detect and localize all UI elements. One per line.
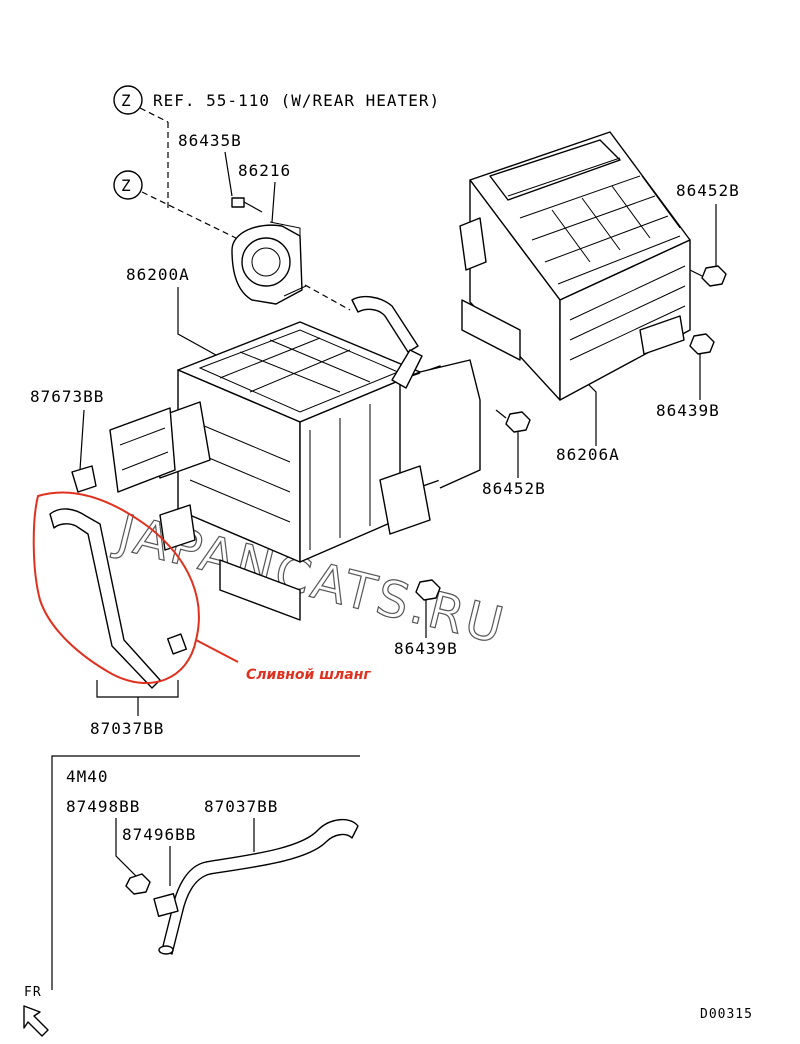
highlight-pointer — [195, 639, 239, 663]
heater-pipe-lower — [391, 349, 423, 389]
label-87673BB: 87673BB — [30, 387, 104, 406]
label-86439B-low: 86439B — [394, 639, 458, 658]
bolt-86452B-top — [689, 265, 727, 287]
z-marker-top — [113, 85, 143, 115]
leader-87498BB — [115, 818, 137, 877]
inset-frame — [51, 755, 360, 990]
heater-pipe — [351, 295, 419, 353]
bolt-86452B-mid — [495, 409, 531, 433]
inset-bolt-87498BB — [125, 873, 151, 895]
label-86452B-top: 86452B — [676, 181, 740, 200]
inset-4M40: 4M40 87498BB 87037BB 87496BB — [51, 755, 360, 990]
label-86439B-right: 86439B — [656, 401, 720, 420]
label-87498BB: 87498BB — [66, 797, 140, 816]
drain-hose-87037BB — [49, 508, 188, 689]
z-marker-top-label: Z — [121, 91, 132, 110]
heater-unit-86200A — [109, 321, 481, 621]
inset-clip-87496BB — [153, 893, 179, 917]
label-87496BB: 87496BB — [122, 825, 196, 844]
nut-86439B-right — [689, 333, 715, 355]
ref-callout: Z REF. 55-110 (W/REAR HEATER) Z — [113, 85, 440, 241]
label-86435B: 86435B — [178, 131, 242, 150]
nut-86439B-low — [415, 579, 441, 601]
label-87037BB: 87037BB — [90, 719, 164, 738]
z-marker-bottom-label: Z — [121, 176, 132, 195]
leader-86206A — [583, 379, 597, 446]
drain-hose-annotation: Сливной шланг — [246, 667, 371, 683]
inset-hose-end — [158, 945, 174, 955]
leader-86216 — [271, 181, 276, 223]
bolt-86435B — [231, 197, 263, 213]
fan-dashed-line — [304, 284, 351, 311]
direction-arrow-icon — [23, 1005, 49, 1037]
leader-86200A — [177, 287, 226, 361]
direction-label: FR — [24, 985, 42, 1000]
label-86206A: 86206A — [556, 445, 620, 464]
label-87037BB-inset: 87037BB — [204, 797, 278, 816]
clip-87673BB — [71, 465, 97, 493]
leader-86435B — [224, 151, 233, 197]
evaporator-unit-86206A — [459, 131, 691, 401]
inset-title: 4M40 — [66, 767, 109, 786]
direction-indicator: FR — [23, 985, 49, 1037]
z-dashed-leader — [141, 191, 241, 241]
ref-dashed-leader — [139, 107, 169, 123]
z-marker-bottom — [113, 170, 143, 200]
fan-housing-86216 — [231, 221, 307, 305]
label-86200A: 86200A — [126, 265, 190, 284]
ref-text: REF. 55-110 (W/REAR HEATER) — [153, 91, 440, 110]
label-86452B-mid: 86452B — [482, 479, 546, 498]
drain-hose-highlight — [32, 491, 200, 684]
label-86216: 86216 — [238, 161, 291, 180]
diagram-code: D00315 — [700, 1007, 753, 1022]
